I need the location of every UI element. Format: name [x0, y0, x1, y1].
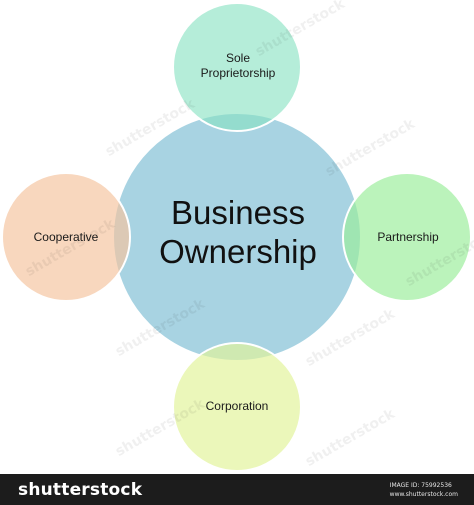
center-title-line1: Business [171, 194, 305, 231]
diagram-canvas: shutterstock shutterstock shutterstock s… [1, 0, 474, 472]
center-title: Business Ownership [118, 194, 358, 272]
footer-image-id: IMAGE ID: 75992536 www.shutterstock.com [390, 481, 458, 499]
center-title-line2: Ownership [159, 232, 317, 270]
cooperative-label: Cooperative [33, 230, 99, 244]
partnership-label: Partnership [377, 230, 439, 244]
corporation-label: Corporation [205, 399, 269, 413]
corporation-circle [172, 342, 302, 472]
cooperative-circle [1, 172, 131, 302]
partnership-circle [342, 172, 472, 302]
site-url-text: www.shutterstock.com [389, 491, 458, 498]
sole-label-line1: Sole [225, 51, 251, 65]
diagram-svg [1, 2, 472, 472]
sole-label-line2: Proprietorship [200, 66, 276, 80]
footer-brand-logo: shutterstock [18, 480, 143, 500]
image-id-text: IMAGE ID: 75992536 [389, 482, 452, 489]
footer-bar: shutterstock IMAGE ID: 75992536 www.shut… [0, 474, 474, 505]
sole-proprietorship-circle [172, 2, 302, 132]
sole-proprietorship-label: Sole Proprietorship [178, 51, 298, 81]
